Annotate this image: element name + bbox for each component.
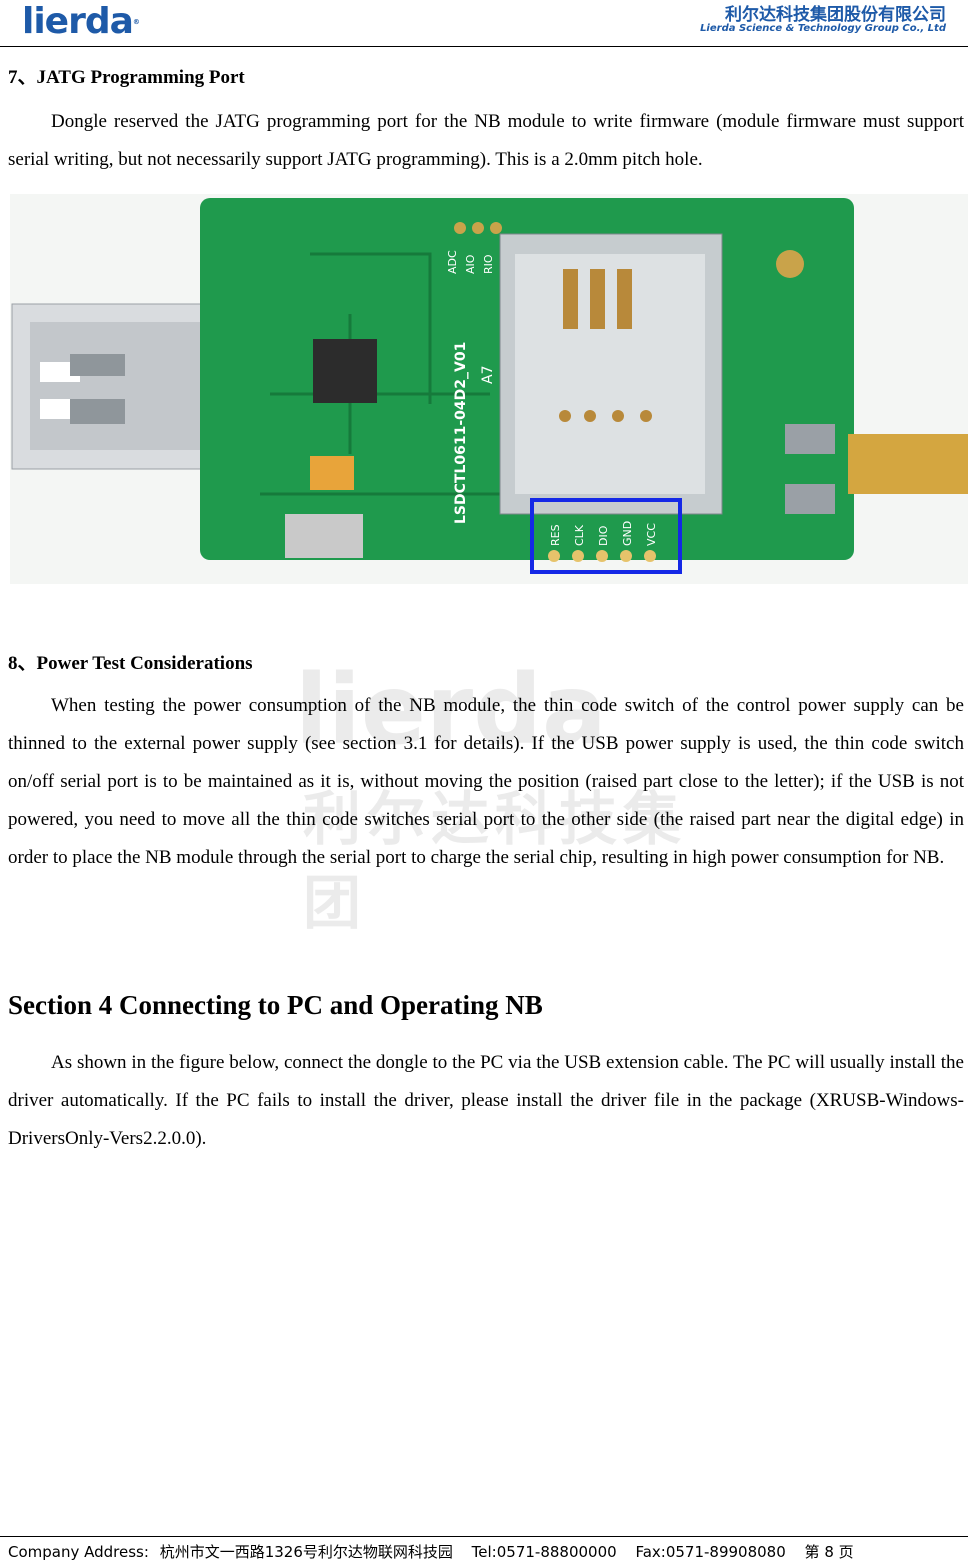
company-logo: lierda®	[22, 1, 140, 42]
footer-page-number: 第 8 页	[804, 1543, 854, 1561]
page-header: lierda® 利尔达科技集团股份有限公司 Lierda Science & T…	[0, 0, 968, 48]
footer-address: 杭州市文一西路1326号利尔达物联网科技园	[159, 1543, 453, 1561]
header-label-adc: ADC	[446, 250, 459, 274]
page-footer: Company Address: 杭州市文一西路1326号利尔达物联网科技园 T…	[8, 1541, 854, 1562]
section-4-heading: Section 4 Connecting to PC and Operating…	[8, 990, 543, 1020]
company-name-cn: 利尔达科技集团股份有限公司	[725, 5, 946, 25]
footer-fax: Fax:0571-89908080	[635, 1543, 786, 1561]
logo-text: lierda	[22, 1, 134, 42]
header-label-aio: AIO	[464, 254, 477, 274]
main-chip	[313, 339, 377, 403]
pcb-photo: ADC AIO RIO LSDCTL0611-04D2_V01 A7 RES C…	[10, 194, 968, 584]
section-4-body: As shown in the figure below, connect th…	[8, 1052, 964, 1149]
sma-connector	[848, 434, 968, 494]
jtag-highlight-box	[530, 498, 682, 574]
header-divider	[0, 46, 968, 47]
section-7-body: Dongle reserved the JATG programming por…	[8, 111, 964, 170]
company-name-en: Lierda Science & Technology Group Co., L…	[700, 23, 946, 34]
board-label-rev: A7	[480, 366, 496, 384]
footer-tel: Tel:0571-88800000	[471, 1543, 617, 1561]
pin-label-res: RES	[549, 524, 562, 546]
pin-label-gnd: GND	[621, 521, 634, 546]
section-8-heading: 8、Power Test Considerations	[8, 653, 253, 674]
header-label-rio: RIO	[482, 254, 495, 274]
footer-address-label: Company Address:	[8, 1543, 149, 1561]
pin-label-vcc: VCC	[645, 523, 658, 546]
footer-divider	[0, 1536, 968, 1537]
section-7-heading: 7、JATG Programming Port	[8, 67, 245, 88]
board-label: LSDCTL0611-04D2_V01	[453, 342, 469, 524]
pin-label-clk: CLK	[573, 524, 586, 546]
pin-label-dio: DIO	[597, 525, 610, 546]
section-8-body: When testing the power consumption of th…	[8, 695, 964, 868]
